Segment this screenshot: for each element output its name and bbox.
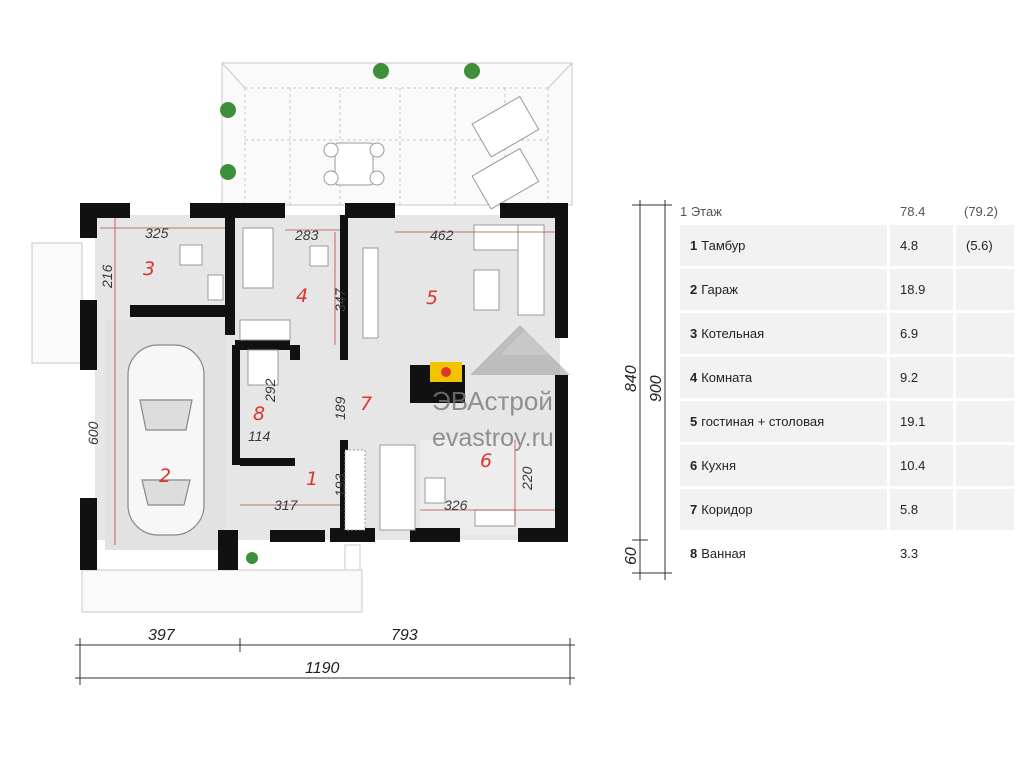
room-number-3: 3: [143, 258, 155, 280]
dim-317: 317: [274, 497, 299, 513]
floor-total: 78.4: [900, 203, 926, 219]
room-number-2: 2: [159, 465, 171, 487]
floor-total-alt: (79.2): [964, 203, 998, 219]
dim-189: 189: [332, 396, 348, 420]
measure-lines: [75, 200, 672, 685]
room-area-alt: [956, 445, 1014, 486]
floor-label: 1 Этаж: [680, 203, 722, 219]
walls: [80, 203, 568, 570]
paving: [31, 242, 363, 613]
room-area: 5.8: [890, 489, 953, 530]
room-number-4: 4: [296, 285, 308, 307]
room-area: 9.2: [890, 357, 953, 398]
dim-193: 193: [332, 473, 348, 497]
room-area: 6.9: [890, 313, 953, 354]
room-area-alt: [956, 269, 1014, 310]
room-number-8: 8: [253, 403, 265, 425]
room-name: гостиная + столовая: [701, 414, 825, 429]
dim-283: 283: [294, 227, 319, 243]
dim-114: 114: [248, 428, 271, 444]
fixtures: [179, 224, 545, 531]
room-area-alt: [956, 401, 1014, 442]
room-name: Кухня: [701, 458, 737, 473]
room-name: Котельная: [701, 326, 765, 341]
dim-347: 347: [332, 287, 348, 312]
room-area: 4.8: [890, 225, 953, 266]
room-area-alt: [956, 313, 1014, 354]
room-area: 3.3: [900, 546, 919, 561]
room-number-7: 7: [360, 393, 372, 415]
area-table-header: 1 Этаж 78.4 (79.2): [680, 200, 1020, 222]
dim-900: 900: [648, 375, 665, 402]
car-icon: [127, 344, 205, 536]
room-num: 2: [690, 282, 698, 297]
dim-840: 840: [623, 365, 640, 392]
room-name: Комната: [701, 370, 753, 385]
room-num: 7: [690, 502, 698, 517]
room-number-1: 1: [306, 468, 318, 490]
dim-793: 793: [391, 627, 418, 644]
watermark-brand: ЭВАстрой: [432, 386, 553, 416]
room-name: Гараж: [701, 282, 738, 297]
watermark-logo-icon: ЭВАстрой evastroy.ru: [432, 325, 570, 452]
room-name: Ванная: [701, 546, 746, 561]
dim-325: 325: [145, 225, 169, 241]
dim-220: 220: [519, 466, 535, 491]
room-num: 1: [690, 238, 698, 253]
fireplace: [430, 362, 462, 382]
terrace-furniture: [323, 95, 540, 210]
room-num: 3: [690, 326, 698, 341]
dim-462: 462: [430, 227, 454, 243]
room-area: 10.4: [890, 445, 953, 486]
dimension-lines: [100, 218, 555, 545]
dim-216: 216: [99, 264, 115, 289]
dim-1190: 1190: [305, 660, 340, 677]
room-number-6: 6: [480, 450, 492, 472]
dim-326: 326: [444, 497, 468, 513]
room-num: 5: [690, 414, 698, 429]
room-area-alt: [956, 533, 1014, 574]
room-area: 18.9: [890, 269, 953, 310]
room-area: 19.1: [890, 401, 953, 442]
room-num: 6: [690, 458, 698, 473]
room-name: Тамбур: [701, 238, 746, 253]
room-number-5: 5: [426, 287, 438, 309]
room-area-alt: [956, 489, 1014, 530]
room-area-alt: (5.6): [956, 225, 1014, 266]
dim-292: 292: [262, 378, 278, 403]
dim-600: 600: [85, 421, 101, 445]
room-name: Коридор: [701, 502, 753, 517]
room-num: 4: [690, 370, 698, 385]
watermark-site: evastroy.ru: [432, 424, 554, 452]
dim-397: 397: [148, 627, 176, 644]
dim-60: 60: [623, 547, 640, 565]
room-area-alt: [956, 357, 1014, 398]
room-num: 8: [690, 546, 698, 561]
